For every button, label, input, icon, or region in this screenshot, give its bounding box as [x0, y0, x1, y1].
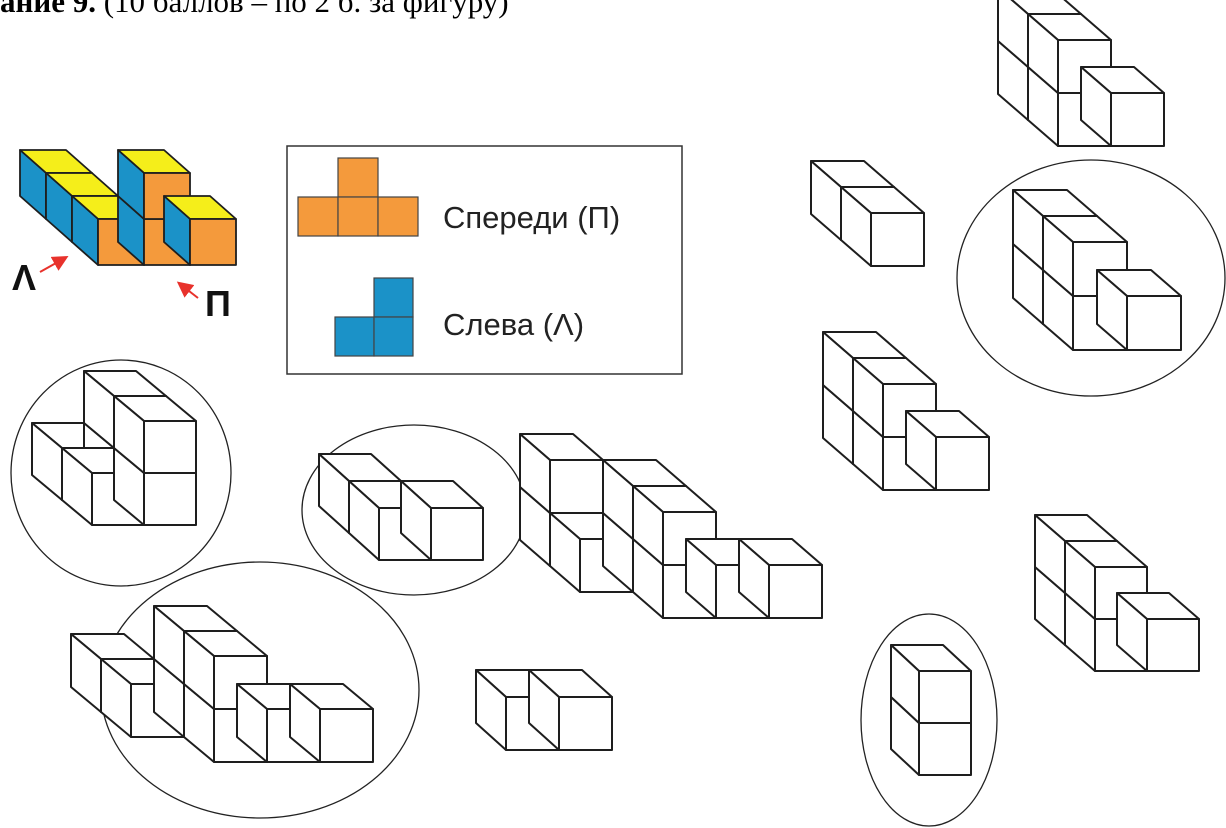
cube-figure-3 [70, 605, 374, 763]
left-view-marker: Λ [12, 257, 36, 298]
task-label: ание 9. [0, 0, 96, 19]
cube-figures [31, 0, 1200, 776]
front-view-swatch [297, 157, 419, 237]
selection-circle [10, 359, 232, 587]
selection-circle [860, 613, 998, 827]
cube-figure-6 [822, 331, 990, 491]
front-view-marker: П [205, 283, 231, 324]
cube-figure-10 [890, 644, 972, 776]
cube-figure-5 [519, 433, 823, 619]
legend-box: Спереди (П) Слева (Λ) [286, 145, 683, 375]
front-view-label: Спереди (П) [443, 200, 620, 235]
sample-figure [19, 149, 237, 266]
left-view-label: Слева (Λ) [443, 307, 584, 342]
cube-figure-9 [810, 160, 925, 267]
cube-figure-2 [318, 453, 484, 561]
cube-figure-4 [475, 669, 613, 751]
left-view-swatch [334, 277, 414, 357]
cube-figure-1 [31, 370, 197, 526]
cube-figure-8 [997, 0, 1165, 147]
task-title: ание 9. (10 баллов – по 2 б. за фигуру) [0, 0, 509, 20]
cube-figure-11 [1034, 514, 1200, 672]
front-view-arrow [176, 281, 199, 299]
selection-circle [956, 159, 1226, 397]
sample-cube-figure [19, 149, 237, 266]
cube-figure-7 [1012, 189, 1182, 351]
left-view-arrow [39, 256, 69, 273]
task-points: (10 баллов – по 2 б. за фигуру) [95, 0, 509, 19]
